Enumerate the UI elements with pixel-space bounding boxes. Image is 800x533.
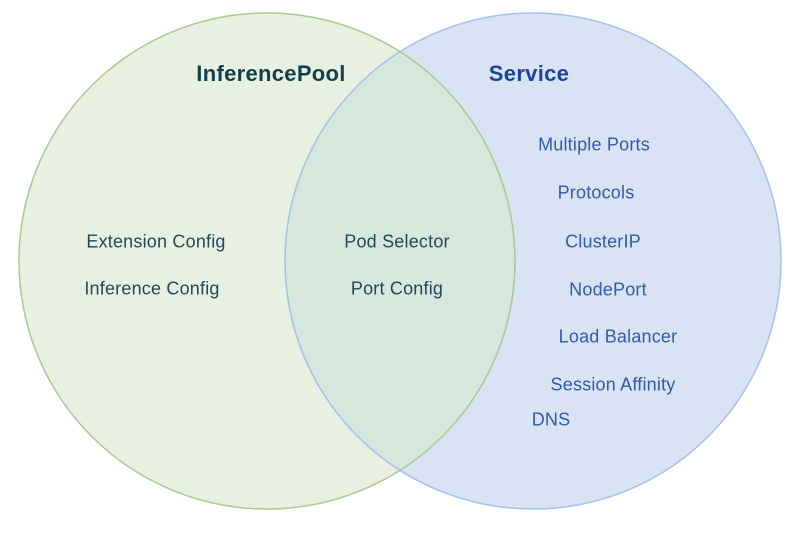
- inferencepool-title: InferencePool: [196, 61, 346, 86]
- service-item-session-affinity: Session Affinity: [550, 374, 676, 395]
- service-title: Service: [488, 61, 570, 86]
- inferencepool-outline: [18, 12, 516, 510]
- service-item-clusterip: ClusterIP: [565, 231, 641, 252]
- service-item-load-balancer: Load Balancer: [558, 326, 678, 347]
- overlap-item-port-config: Port Config: [350, 278, 444, 299]
- service-item-protocols: Protocols: [557, 182, 635, 203]
- overlap-item-pod-selector: Pod Selector: [344, 231, 450, 252]
- service-item-dns: DNS: [531, 409, 571, 430]
- service-item-nodeport: NodePort: [569, 279, 647, 300]
- service-item-multiple-ports: Multiple Ports: [538, 134, 650, 155]
- overlap-region: [285, 13, 515, 509]
- inferencepool-item-extension-config: Extension Config: [86, 231, 226, 252]
- inferencepool-item-inference-config: Inference Config: [84, 278, 220, 299]
- service-outline: [284, 12, 782, 510]
